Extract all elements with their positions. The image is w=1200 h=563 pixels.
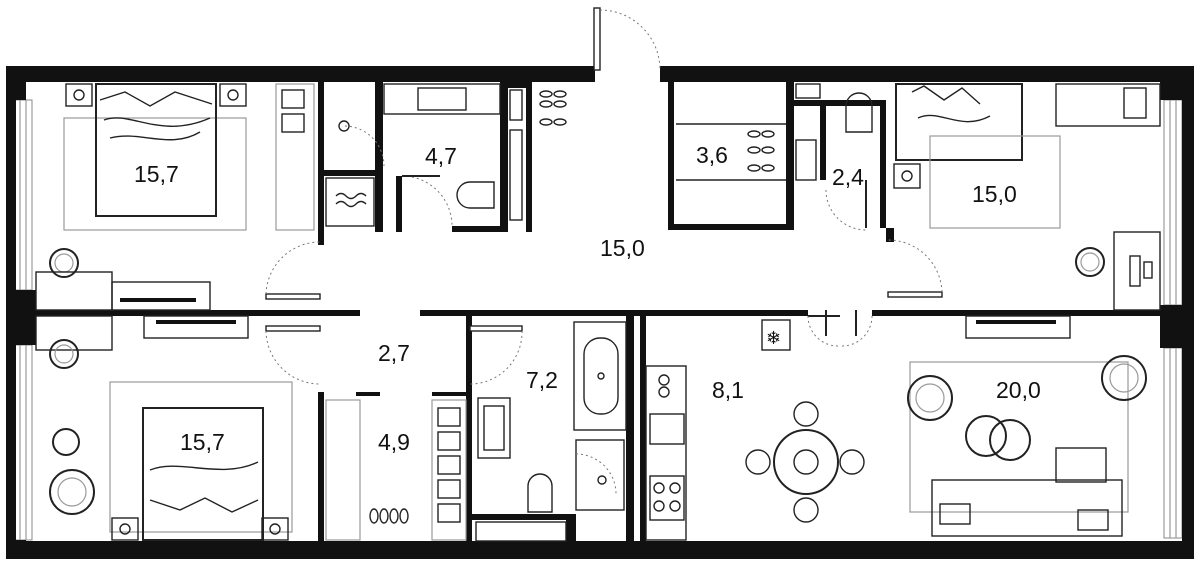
kitchen-fixtures: ❄ bbox=[645, 319, 865, 541]
area-label-bathroom-bottom: 7,2 bbox=[526, 367, 558, 393]
area-label-bedroom-top-right: 15,0 bbox=[972, 181, 1017, 207]
wardrobe-bottom-fixtures bbox=[325, 399, 467, 541]
dining-table bbox=[745, 401, 865, 523]
walls bbox=[6, 66, 1194, 559]
area-label-bedroom-bottom-left: 15,7 bbox=[180, 429, 225, 455]
area-labels: 15,7 4,7 15,0 3,6 2,4 15,0 2,7 15,7 4,9 … bbox=[134, 142, 1041, 455]
area-label-kitchen: 8,1 bbox=[712, 377, 744, 403]
area-label-toilet-top: 2,4 bbox=[832, 164, 864, 190]
area-label-bathroom-top: 4,7 bbox=[425, 143, 457, 169]
bathroom-top-fixtures bbox=[325, 83, 567, 227]
area-label-hall: 15,0 bbox=[600, 235, 645, 261]
bedroom-top-left-furniture bbox=[35, 83, 315, 311]
area-label-living-room: 20,0 bbox=[996, 377, 1041, 403]
living-room-furniture bbox=[907, 315, 1147, 537]
area-label-wardrobe-bottom: 4,9 bbox=[378, 429, 410, 455]
snowflake-icon: ❄ bbox=[766, 328, 781, 348]
wardrobe-top-fixtures bbox=[676, 83, 873, 181]
area-label-wardrobe-top: 3,6 bbox=[696, 142, 728, 168]
area-label-corridor: 2,7 bbox=[378, 340, 410, 366]
area-label-bedroom-top-left: 15,7 bbox=[134, 161, 179, 187]
bedroom-top-right-furniture bbox=[893, 83, 1161, 311]
bedroom-bottom-left-furniture bbox=[35, 315, 293, 541]
doors bbox=[265, 7, 943, 385]
shoes-icon bbox=[539, 90, 567, 126]
bathroom-bottom-fixtures bbox=[475, 321, 627, 542]
